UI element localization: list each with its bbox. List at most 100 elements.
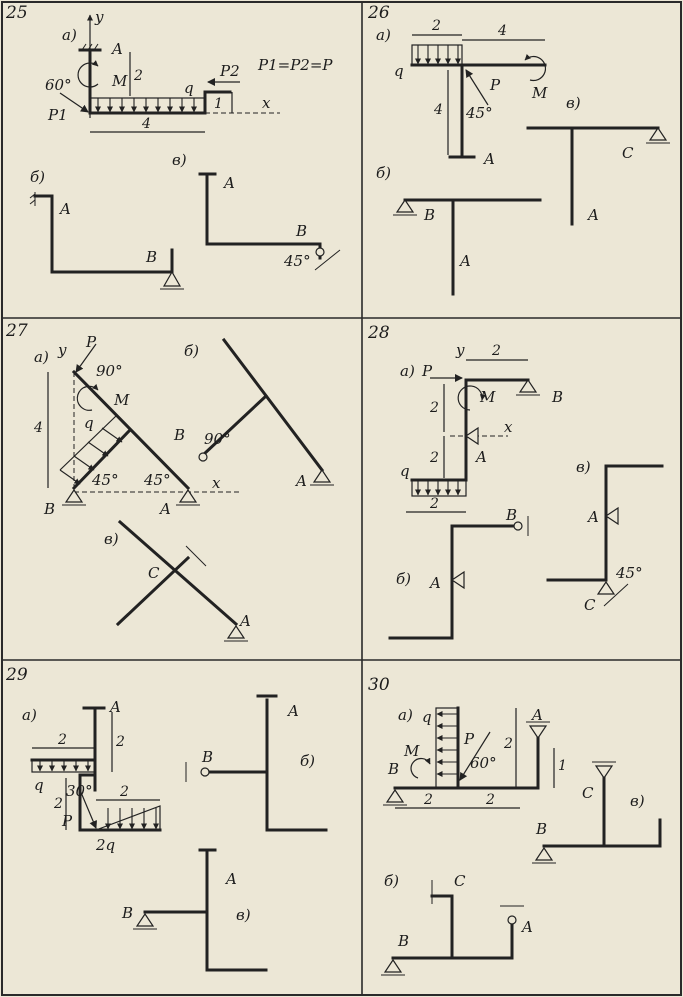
p30v-label-C: C bbox=[582, 784, 594, 802]
p28-load-q-outline bbox=[411, 479, 467, 497]
p29v-label-B: B bbox=[121, 904, 133, 922]
p27-label-M: M bbox=[113, 391, 130, 409]
p28b-label-A: A bbox=[428, 574, 441, 592]
p27v-wall-C bbox=[185, 545, 207, 567]
p26b-support-B bbox=[395, 198, 415, 213]
p29-label-a: а) bbox=[22, 706, 37, 724]
p27b-branch bbox=[200, 393, 269, 458]
p30-angle-60: 60° bbox=[470, 754, 497, 772]
p27v-diagonal-2 bbox=[115, 555, 191, 627]
p28-dim-2c: 2 bbox=[429, 450, 439, 466]
p28-label-v: в) bbox=[576, 458, 591, 476]
p30-dim-2b: 2 bbox=[485, 792, 495, 808]
p27-force-P bbox=[75, 343, 97, 373]
p30v-frame-right bbox=[602, 818, 662, 848]
problem-28: 28 а) P y 2 B M x A 2 2 q bbox=[367, 323, 664, 640]
p26-label-a: а) bbox=[376, 26, 391, 44]
p27b-label-A: A bbox=[294, 472, 307, 490]
p27b-angle-90: 90° bbox=[204, 430, 231, 448]
p26-label-b: б) bbox=[376, 164, 391, 182]
p27b-pin-B bbox=[198, 452, 208, 462]
problem-30-number: 30 bbox=[368, 675, 390, 695]
p30-dim-2c: 2 bbox=[503, 736, 513, 752]
p27-label-P: P bbox=[85, 333, 97, 351]
problem-29: 29 а) A 2 2 2 2 q bbox=[5, 665, 328, 972]
p30-dim-2a: 2 bbox=[423, 792, 433, 808]
p29b-pin-B bbox=[200, 767, 210, 777]
p25b-label-B: B bbox=[145, 248, 157, 266]
problem-30: 30 а) q P 60° M B A 2 bbox=[368, 675, 662, 976]
p29-dim-2c: 2 bbox=[53, 796, 63, 812]
p27-label-q: q bbox=[84, 414, 94, 432]
p28-support-B bbox=[518, 378, 538, 393]
p29b-label-B: B bbox=[201, 748, 213, 766]
p30-label-A: A bbox=[530, 706, 543, 724]
p28-dim-2d: 2 bbox=[429, 496, 439, 512]
p26-force-P bbox=[465, 69, 489, 106]
p25-force-P1 bbox=[59, 92, 89, 113]
p30-frame bbox=[393, 758, 540, 790]
p26-dim-4v: 4 bbox=[433, 102, 443, 118]
p25-label-y: y bbox=[94, 8, 104, 26]
p29-label-2q: 2q bbox=[95, 836, 115, 854]
p28-load-q-arrows bbox=[415, 480, 461, 496]
p26-dim-2: 2 bbox=[431, 18, 441, 34]
p27v-label-A: A bbox=[238, 612, 251, 630]
p25-load-q-outline bbox=[89, 97, 206, 114]
p29b-label-A: A bbox=[286, 702, 299, 720]
p27-load-q-outline bbox=[59, 415, 117, 471]
p28v-angle-45: 45° bbox=[615, 564, 643, 582]
p27b-support-A bbox=[312, 468, 332, 483]
p27-label-x: x bbox=[212, 474, 221, 492]
p25-label-a: а) bbox=[62, 26, 77, 44]
p29-dim-2b: 2 bbox=[57, 732, 67, 748]
p28-label-b: б) bbox=[396, 570, 411, 588]
p29b-frame bbox=[265, 698, 328, 832]
p30v-frame bbox=[542, 776, 606, 848]
p29-load-2q-arrows bbox=[105, 808, 159, 830]
p30v-support-C bbox=[594, 765, 614, 780]
problem-29-number: 29 bbox=[5, 665, 28, 685]
p28-dim-2a: 2 bbox=[491, 343, 501, 359]
p28v-frame bbox=[546, 464, 664, 582]
p27v-label-C: C bbox=[148, 564, 160, 582]
p27-label-a: а) bbox=[34, 348, 49, 366]
p26-dim-4h: 4 bbox=[497, 23, 507, 39]
p26-label-v: в) bbox=[566, 94, 581, 112]
p28-dim-2b: 2 bbox=[429, 400, 439, 416]
p28-label-q: q bbox=[400, 462, 410, 480]
p25v-support-B bbox=[315, 247, 325, 257]
p30b-label-A: A bbox=[520, 918, 533, 936]
p27-load-q-arrows bbox=[59, 427, 123, 485]
p30-label-v: в) bbox=[630, 792, 645, 810]
p29v-support-B bbox=[135, 912, 155, 927]
p27v-diagonal-1 bbox=[117, 519, 239, 627]
problem-26: 26 а) 2 4 q P 45° M 4 A в) bbox=[367, 3, 670, 296]
p25-dim-1: 1 bbox=[214, 96, 223, 112]
p25-label-M: M bbox=[111, 72, 128, 90]
p25b-hatch-A bbox=[29, 192, 36, 206]
p25-label-b: б) bbox=[30, 168, 45, 186]
p26v-label-C: C bbox=[622, 144, 634, 162]
p29-label-v: в) bbox=[236, 906, 251, 924]
p25-moment-arc bbox=[77, 60, 99, 88]
p27-dim-4: 4 bbox=[33, 420, 43, 436]
p29-load-2q-outline bbox=[95, 805, 161, 831]
p25v-label-B: B bbox=[295, 222, 307, 240]
p27-angle-90a: 90° bbox=[96, 362, 123, 380]
p28b-support-A bbox=[450, 570, 465, 590]
p28-support-A bbox=[464, 426, 479, 446]
p26v-label-A: A bbox=[586, 206, 599, 224]
problem-26-number: 26 bbox=[367, 3, 390, 23]
p30v-support-B bbox=[534, 846, 554, 861]
p25-formula: P1=P2=P bbox=[257, 56, 333, 74]
p28b-frame bbox=[388, 524, 520, 640]
p29-label-b: б) bbox=[300, 752, 315, 770]
p28-moment-arc bbox=[457, 385, 486, 411]
p26b-label-B: B bbox=[423, 206, 435, 224]
p28v-support-C bbox=[596, 580, 616, 595]
p29-label-A: A bbox=[108, 698, 121, 716]
p26-moment-arc bbox=[524, 53, 547, 82]
p27-support-B bbox=[64, 488, 84, 503]
